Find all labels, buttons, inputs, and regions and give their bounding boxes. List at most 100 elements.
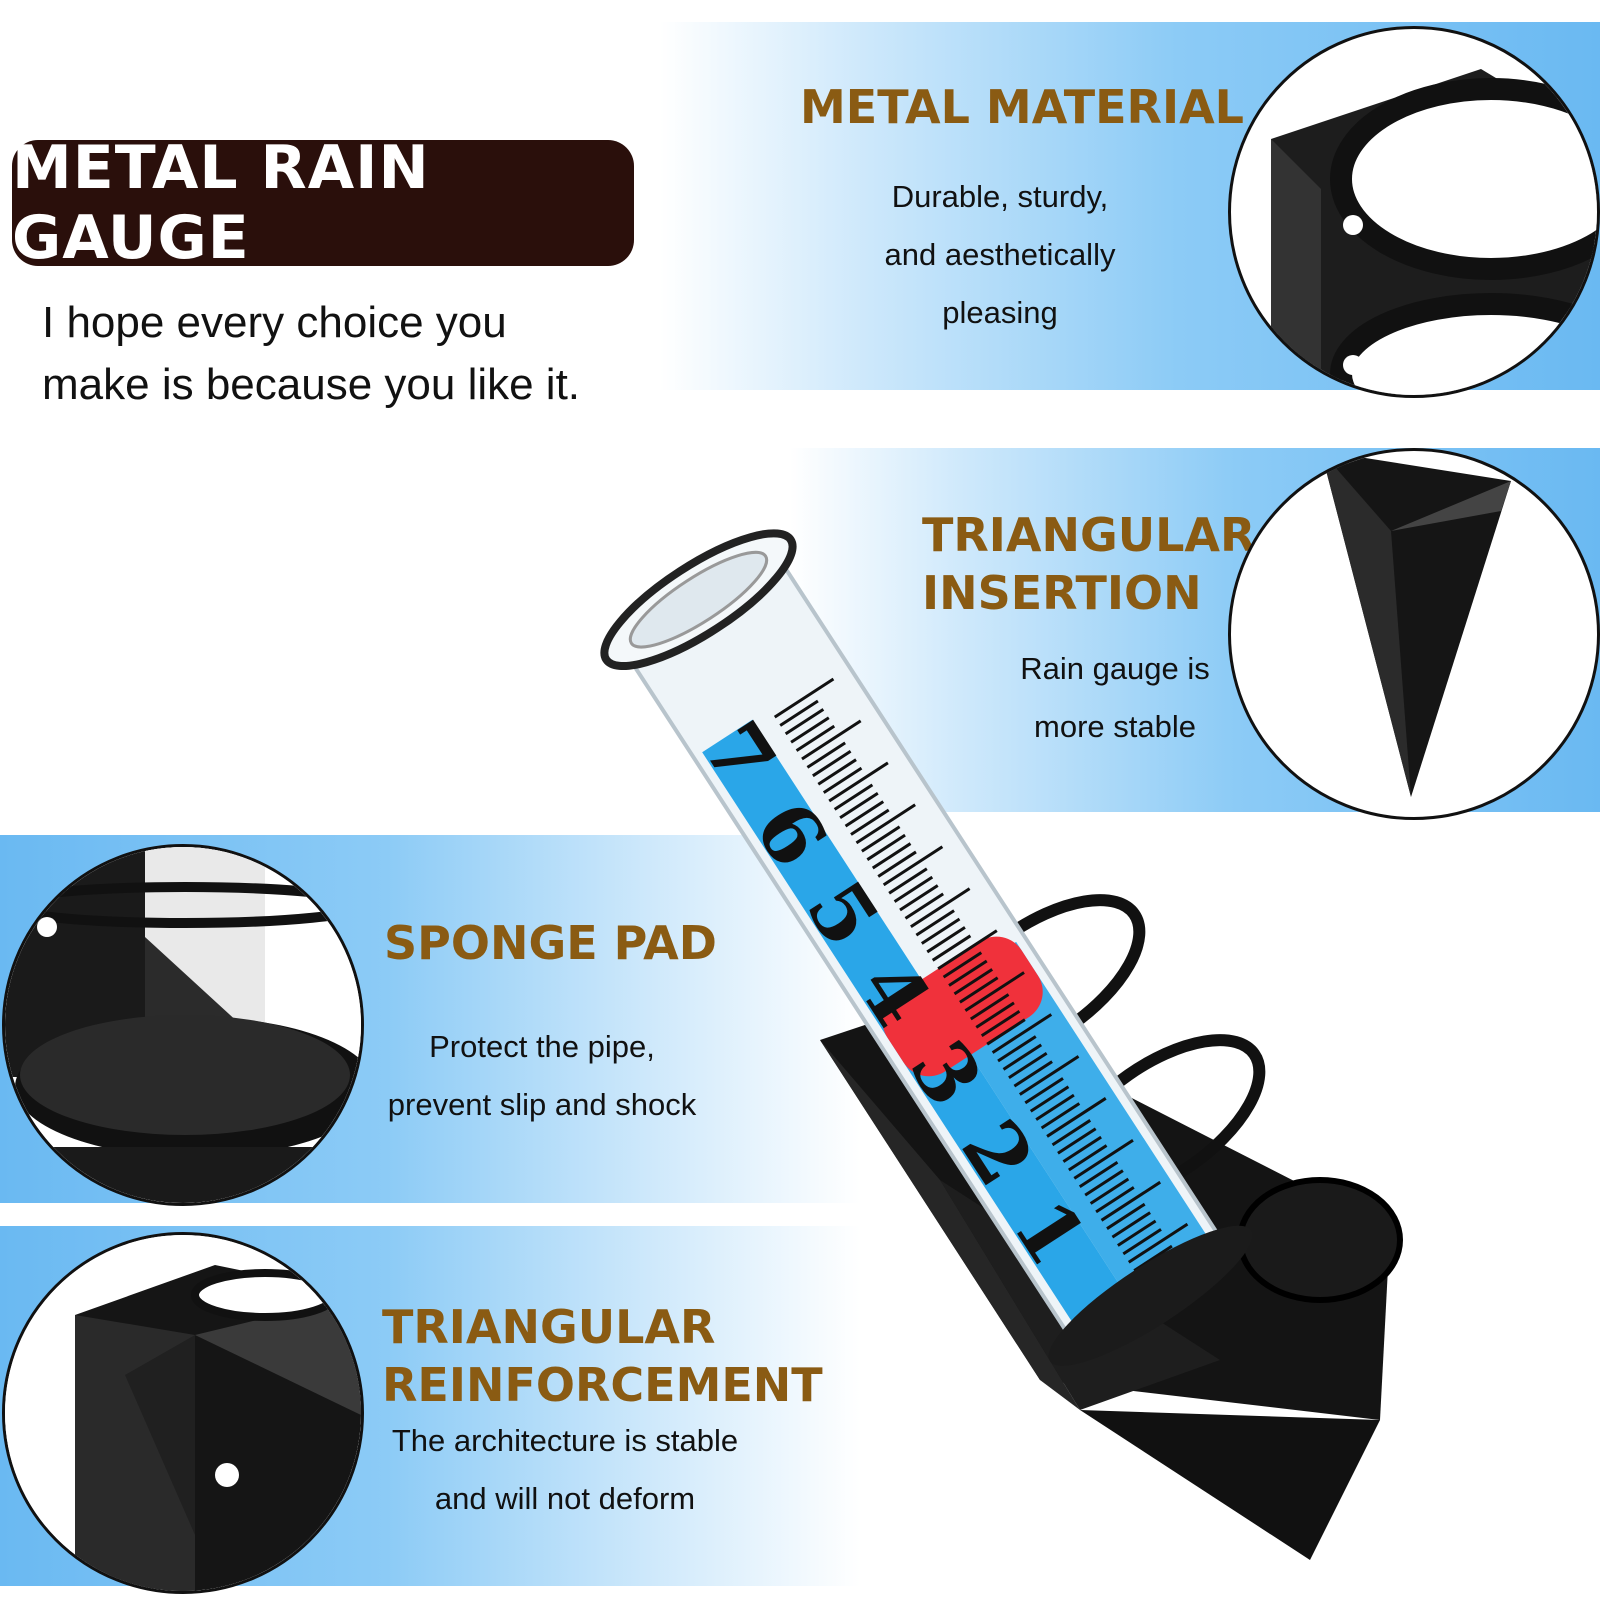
gauge-tick	[942, 951, 983, 979]
gauge-tick	[1057, 1127, 1097, 1155]
gauge-tick	[1089, 1177, 1130, 1205]
gauge-tick	[773, 677, 835, 719]
gauge-tick	[790, 716, 830, 744]
gauge-tick	[866, 833, 906, 861]
gauge-tick	[806, 741, 846, 769]
gauge-tick	[1095, 1186, 1135, 1214]
gauge-tick	[986, 1018, 1026, 1046]
gauge-tick	[1035, 1093, 1075, 1121]
gauge-tick	[948, 959, 988, 987]
gauge-tick	[833, 783, 874, 811]
gauge-tick	[822, 766, 863, 794]
tagline: I hope every choice you make is because …	[42, 292, 662, 416]
gauge-tick	[817, 758, 857, 786]
product-title: METAL RAIN GAUGE	[12, 133, 430, 273]
gauge-tick	[899, 884, 939, 912]
gauge-tick	[795, 724, 836, 752]
sponge-pad-icon	[5, 847, 361, 1203]
triangle-spike-icon	[1321, 451, 1511, 797]
gauge-tick	[1084, 1169, 1124, 1197]
feature-title-sponge-pad: SPONGE PAD	[384, 916, 717, 970]
gauge-tick	[980, 1010, 1021, 1038]
gauge-tick	[1073, 1138, 1134, 1180]
gauge-tick	[991, 1013, 1053, 1054]
gauge-tick	[964, 971, 1025, 1012]
feature-desc-triangular-insertion: Rain gauge is more stable	[1010, 640, 1220, 756]
gauge-tick	[844, 800, 885, 828]
gauge-tick	[1100, 1180, 1162, 1222]
sponge-pad-closeup	[2, 844, 364, 1206]
gauge-tick	[953, 968, 994, 996]
gauge-tick	[828, 761, 889, 803]
feature-title-metal-material: METAL MATERIAL	[800, 80, 1244, 134]
gauge-tick	[1019, 1055, 1080, 1096]
gauge-tick	[975, 1001, 1015, 1029]
feature-desc-line: The architecture is stable	[391, 1423, 739, 1458]
gauge-tick	[1008, 1051, 1048, 1079]
gauge-tick	[910, 887, 971, 929]
gauge-tick	[877, 850, 917, 878]
gauge-tick	[904, 892, 945, 920]
gauge-tick	[855, 803, 916, 845]
feature-desc-metal-material: Durable, sturdy, and aesthetically pleas…	[840, 168, 1160, 342]
gauge-tick	[931, 934, 972, 962]
feature-desc-sponge-pad: Protect the pipe, prevent slip and shock	[372, 1018, 712, 1134]
gauge-tick	[779, 699, 819, 727]
gauge-tick	[850, 808, 890, 836]
gauge-tick	[997, 1035, 1037, 1063]
gauge-tick	[1122, 1228, 1162, 1256]
feature-desc-line: more stable	[1034, 709, 1196, 744]
gauge-tick	[784, 708, 825, 736]
feature-desc-line: prevent slip and shock	[387, 1087, 697, 1122]
gauge-tick	[882, 845, 944, 887]
gauge-tick	[1029, 1085, 1070, 1113]
gauge-tick	[920, 917, 961, 945]
feature-desc-line: Durable, sturdy,	[891, 179, 1109, 214]
feature-title-line: TRIANGULAR	[382, 1300, 716, 1354]
gauge-tick	[915, 909, 955, 937]
feature-desc-line: Rain gauge is	[1020, 651, 1210, 686]
gauge-tick	[1046, 1097, 1107, 1138]
feature-desc-line: and aesthetically	[884, 237, 1116, 272]
gauge-tick	[1127, 1222, 1189, 1264]
gauge-tick	[937, 929, 998, 970]
reinforcement-bracket-icon	[5, 1235, 361, 1591]
gauge-tick	[959, 976, 999, 1004]
feature-desc-line: pleasing	[942, 295, 1058, 330]
triangular-reinforcement-closeup	[2, 1232, 364, 1594]
feature-title-line: INSERTION	[922, 566, 1202, 620]
gauge-tick	[926, 926, 966, 954]
gauge-tick	[1078, 1160, 1119, 1189]
gauge-tick	[839, 791, 879, 820]
gauge-tick	[812, 750, 852, 778]
feature-desc-line: Protect the pipe,	[429, 1029, 655, 1064]
gauge-tick	[1117, 1219, 1157, 1247]
gauge-tick	[861, 825, 901, 853]
gauge-tick	[1068, 1144, 1108, 1172]
gauge-tick	[1024, 1077, 1064, 1105]
gauge-tick	[1062, 1135, 1102, 1163]
metal-material-closeup	[1228, 26, 1600, 398]
gauge-tick	[1040, 1102, 1081, 1130]
gauge-tick	[888, 867, 928, 895]
gauge-tick	[801, 719, 862, 761]
gauge-tick	[1133, 1244, 1173, 1272]
feature-desc-triangular-reinforcement: The architecture is stable and will not …	[380, 1412, 750, 1528]
tagline-line-2: make is because you like it.	[42, 360, 581, 409]
gauge-tick	[893, 875, 934, 903]
feature-title-line: REINFORCEMENT	[382, 1358, 823, 1412]
gauge-tick	[969, 993, 1010, 1021]
gauge-tick	[1051, 1119, 1092, 1147]
gauge-tick	[871, 842, 912, 870]
gauge-tick	[1111, 1211, 1151, 1239]
feature-title-triangular-insertion: TRIANGULAR INSERTION	[922, 506, 1255, 622]
gauge-tick	[1106, 1202, 1146, 1230]
gauge-tick	[1013, 1060, 1053, 1088]
feature-title-triangular-reinforcement: TRIANGULAR REINFORCEMENT	[382, 1298, 823, 1414]
tagline-line-1: I hope every choice you	[42, 298, 507, 347]
gauge-tick	[1002, 1043, 1043, 1071]
triangular-insertion-closeup	[1228, 448, 1600, 820]
bracket-ring-icon	[1271, 69, 1597, 395]
